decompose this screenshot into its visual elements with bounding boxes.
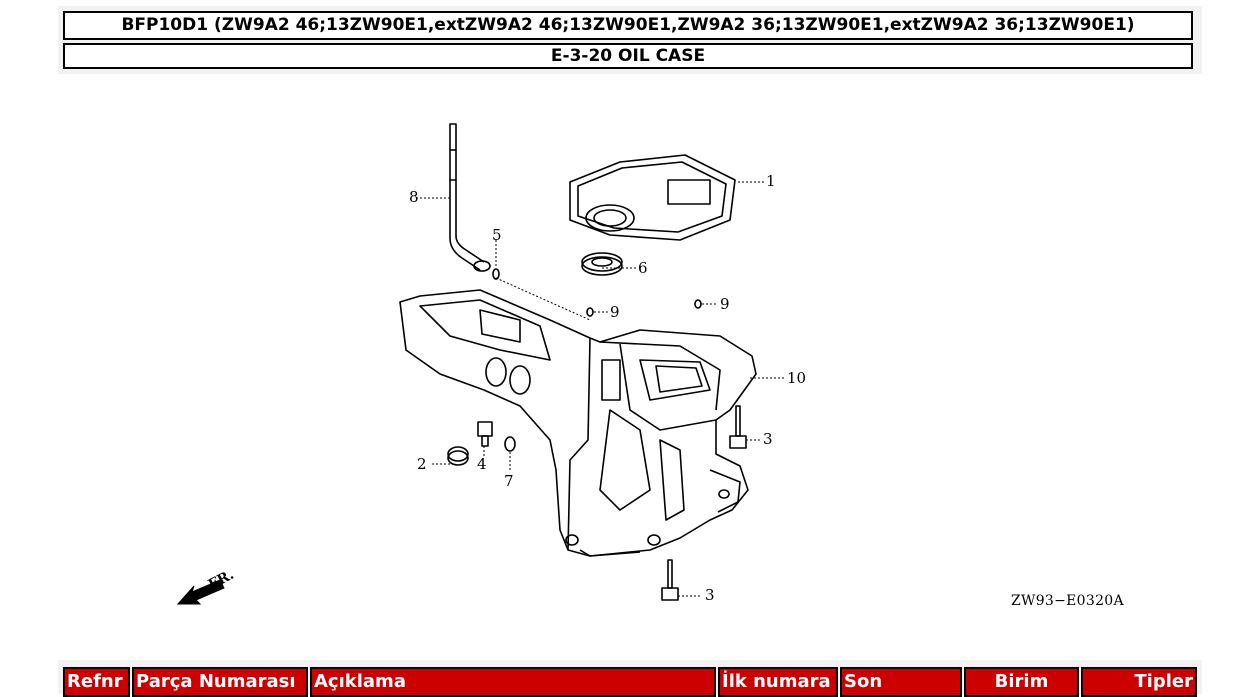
clip <box>492 268 500 280</box>
oil-case-body <box>399 289 757 557</box>
col-refnr[interactable]: Refnr <box>63 667 130 697</box>
washer <box>504 436 516 452</box>
bolt <box>735 405 741 437</box>
parts-table-header: Refnr Parça Numarası Açıklama İlk numara… <box>58 660 1202 697</box>
callout-8[interactable]: 8 <box>409 188 419 206</box>
callout-1[interactable]: 1 <box>766 172 776 190</box>
col-types[interactable]: Tipler <box>1081 667 1197 697</box>
col-first-number[interactable]: İlk numara <box>718 667 838 697</box>
section-title: E-3-20 OIL CASE <box>63 43 1193 69</box>
gasket <box>569 154 736 241</box>
model-title: BFP10D1 (ZW9A2 46;13ZW90E1,extZW9A2 46;1… <box>63 11 1193 40</box>
bolt <box>667 559 673 589</box>
callout-5[interactable]: 5 <box>492 226 502 244</box>
diagram-code: ZW93−E0320A <box>1011 593 1124 609</box>
callout-2[interactable]: 2 <box>417 455 427 473</box>
front-arrow-icon <box>176 579 225 605</box>
col-description[interactable]: Açıklama <box>310 667 716 697</box>
col-unit[interactable]: Birim <box>964 667 1079 697</box>
header-panel: BFP10D1 (ZW9A2 46;13ZW90E1,extZW9A2 46;1… <box>58 6 1202 74</box>
callout-4[interactable]: 4 <box>477 455 487 473</box>
col-last[interactable]: Son <box>840 667 962 697</box>
callout-10[interactable]: 10 <box>787 369 807 387</box>
callout-3[interactable]: 3 <box>763 430 773 448</box>
callout-3[interactable]: 3 <box>705 586 715 604</box>
seal <box>581 256 623 276</box>
breather-tube <box>449 123 457 181</box>
callout-9[interactable]: 9 <box>720 295 730 313</box>
callout-9[interactable]: 9 <box>610 303 620 321</box>
parts-diagram: 1 2 3 3 4 5 6 7 8 9 9 10 FR. ZW93−E0320A <box>120 110 1140 630</box>
col-part-number[interactable]: Parça Numarası <box>132 667 308 697</box>
drain-bolt <box>477 421 493 437</box>
oil-case-drawing <box>176 123 786 605</box>
callout-7[interactable]: 7 <box>504 472 514 490</box>
nut <box>447 450 469 466</box>
callout-6[interactable]: 6 <box>638 259 648 277</box>
